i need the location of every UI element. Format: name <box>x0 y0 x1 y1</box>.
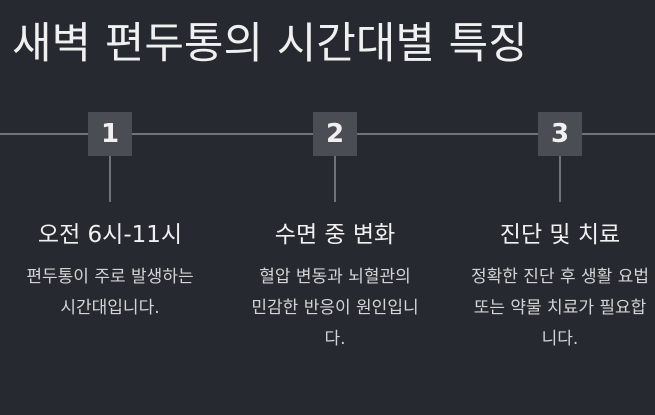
step-description: 혈압 변동과 뇌혈관의 민감한 반응이 원인입니다. <box>251 267 419 349</box>
page-title: 새벽 편두통의 시간대별 특징 <box>12 19 528 69</box>
step-title: 진단 및 치료 <box>499 222 621 248</box>
step-title: 오전 6시-11시 <box>37 222 183 248</box>
step-connector <box>109 156 111 202</box>
step-connector <box>559 156 561 202</box>
step-number-badge: 1 <box>88 112 132 156</box>
step-number-badge: 2 <box>313 112 357 156</box>
step-title: 수면 중 변화 <box>274 222 396 248</box>
step-description: 편두통이 주로 발생하는 시간대입니다. <box>26 267 194 318</box>
step-description: 정확한 진단 후 생활 요법 또는 약물 치료가 필요합니다. <box>470 267 649 349</box>
step-number-badge: 3 <box>538 112 582 156</box>
step-connector <box>334 156 336 202</box>
